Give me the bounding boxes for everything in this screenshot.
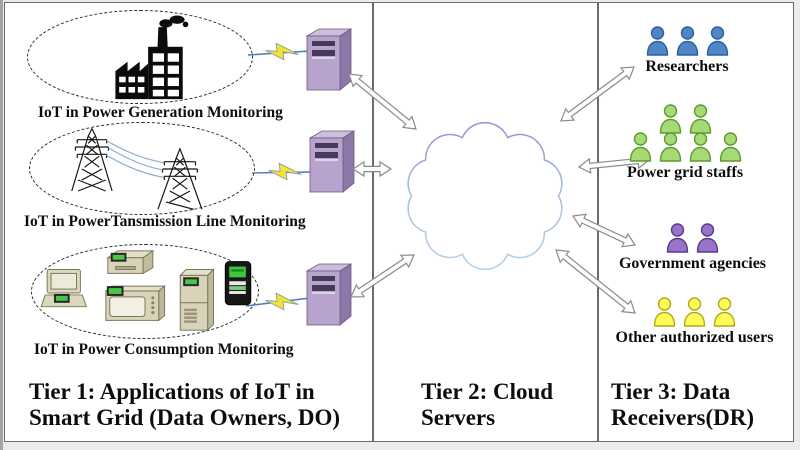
tier-divider-2 [597, 2, 599, 442]
person-icon [657, 103, 684, 134]
cloud-icon [407, 121, 563, 271]
edge-server-icon [306, 28, 352, 91]
lightning-connector-icon [252, 162, 312, 181]
other-authorized-users-people-icons [651, 296, 738, 327]
group-label: Government agencies [618, 255, 767, 272]
person-icon [704, 25, 731, 56]
edge-server-icon [306, 263, 352, 326]
person-icon [657, 131, 684, 162]
tier-divider-1 [372, 2, 374, 442]
person-icon [651, 296, 678, 327]
power-generation-ellipse [27, 10, 253, 104]
person-icon [711, 296, 738, 327]
factory-icon [115, 15, 189, 100]
power-consumption-label: IoT in Power Consumption Monitoring [34, 341, 294, 358]
group-government-agencies: Government agencies [610, 222, 775, 273]
lightning-connector-icon [248, 42, 310, 61]
government-agencies-people-icons [664, 222, 721, 253]
tier3-title: Tier 3: Data Receivers(DR) [611, 379, 755, 430]
person-icon [717, 131, 744, 162]
researchers-people-icons [644, 25, 731, 56]
window-left-edge [0, 0, 3, 450]
edge-server-icon [309, 130, 355, 193]
transmission-line-label: IoT in PowerTansmission Line Monitoring [24, 213, 306, 230]
person-icon [674, 25, 701, 56]
transmission-line-ellipse [29, 122, 255, 215]
group-label: Researchers [645, 58, 729, 75]
person-icon [644, 25, 671, 56]
group-researchers: Researchers [612, 25, 762, 76]
lightning-connector-icon [246, 292, 310, 311]
group-label: Power grid staffs [626, 164, 744, 181]
tier1-title: Tier 1: Applications of IoT in Smart Gri… [29, 379, 341, 430]
tier2-title: Tier 2: Cloud Servers [421, 379, 554, 430]
power-generation-label: IoT in Power Generation Monitoring [38, 104, 283, 121]
person-icon [687, 103, 714, 134]
group-label: Other authorized users [615, 329, 774, 346]
person-icon [664, 222, 691, 253]
power-grid-staffs-people-icons [627, 103, 744, 162]
person-icon [627, 131, 654, 162]
transmission-towers-icon [71, 127, 203, 210]
person-icon [681, 296, 708, 327]
power-lines [106, 140, 164, 178]
group-power-grid-staffs: Power grid staffs [606, 103, 764, 182]
person-icon [687, 131, 714, 162]
power-consumption-ellipse [31, 244, 259, 339]
metered-appliances-icon [40, 249, 252, 332]
person-icon [694, 222, 721, 253]
group-other-authorized-users: Other authorized users [602, 296, 787, 347]
